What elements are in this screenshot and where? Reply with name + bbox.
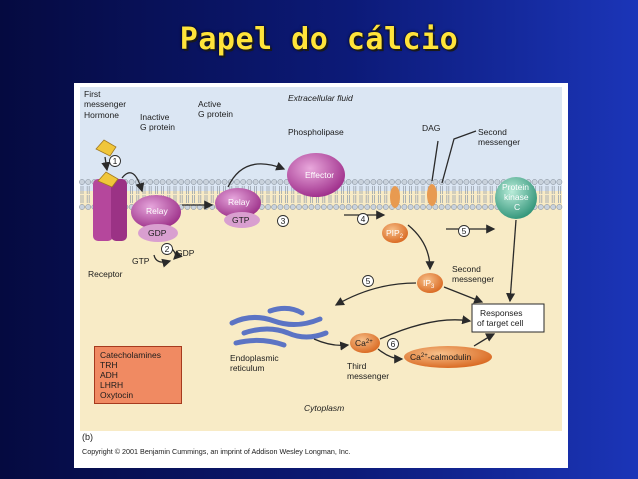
label-er-1: Endoplasmic <box>230 353 279 363</box>
hormone-item: Catecholamines <box>100 350 161 360</box>
label-gtp-in: GTP <box>132 256 150 266</box>
label-ca: Ca2+ <box>355 338 373 348</box>
step-5-kinase: 5 <box>462 226 467 236</box>
endoplasmic-reticulum-shape <box>229 305 329 348</box>
label-dag: DAG <box>422 123 440 133</box>
hormone-item: LHRH <box>100 380 124 390</box>
active-g-protein <box>215 188 261 218</box>
inactive-g-protein <box>131 195 181 229</box>
step-circles <box>109 155 470 350</box>
arrow-ip3-er <box>334 282 417 306</box>
label-responses-2: of target cell <box>477 318 523 328</box>
receptor-protein <box>93 179 127 241</box>
label-hormone: Hormone <box>84 110 119 120</box>
dag-molecule <box>427 184 437 206</box>
step-4: 4 <box>361 214 366 224</box>
arrow-ca-calmodulin <box>377 348 404 364</box>
step-2: 2 <box>165 244 170 254</box>
arrow-ca-responses <box>379 315 472 340</box>
arrow-hormone-binding <box>101 156 111 172</box>
label-active-g-2: G protein <box>198 109 233 119</box>
slide-title: Papel do cálcio <box>179 22 459 57</box>
label-relay-inactive: Relay <box>146 206 168 216</box>
label-effector: Effector <box>305 170 334 180</box>
calcium-ion <box>350 333 380 353</box>
label-er-2: reticulum <box>230 363 264 373</box>
arrow-pip2-ip3 <box>407 224 435 271</box>
arrow-er-ca <box>313 338 350 351</box>
arrow-kinase-responses <box>506 219 517 303</box>
figure-letter: (b) <box>82 432 93 442</box>
label-first-messenger-1: First <box>84 89 101 99</box>
label-kinase-1: Protein <box>502 182 529 192</box>
label-receptor: Receptor <box>88 269 123 279</box>
copyright-notice: Copyright © 2001 Benjamin Cummings, an i… <box>82 447 351 456</box>
hormone-molecule <box>95 139 117 157</box>
label-inactive-g-1: Inactive <box>140 112 170 122</box>
hormone-item: Oxytocin <box>100 390 134 400</box>
label-second-messenger-top-1: Second <box>478 127 507 137</box>
effector-phospholipase <box>287 153 345 197</box>
label-ip3: IP3 <box>423 278 435 290</box>
arrow-gdp-gtp <box>153 254 172 268</box>
hormone-bound <box>97 171 119 188</box>
responses-box <box>471 303 545 333</box>
step-5-ip3: 5 <box>366 276 371 286</box>
step-1: 1 <box>113 156 118 166</box>
label-active-g-1: Active <box>198 99 221 109</box>
pip2-molecule <box>390 186 400 208</box>
pathway-diagram: 1 2 3 4 5 5 6 First messenger Hormone In… <box>79 87 563 431</box>
label-second-messenger-ip3-2: messenger <box>452 274 494 284</box>
label-cytoplasm: Cytoplasm <box>304 403 344 413</box>
label-gtp-bound: GTP <box>232 215 250 225</box>
step-6: 6 <box>391 339 396 349</box>
kinase-pointer <box>441 130 477 184</box>
label-phospholipase: Phospholipase <box>288 127 344 137</box>
protein-kinase-c <box>495 177 537 219</box>
label-relay-active: Relay <box>228 197 250 207</box>
arrow-ip3-responses <box>443 286 484 304</box>
label-ca-calmodulin: Ca2+-calmodulin <box>410 352 471 362</box>
hormone-item: TRH <box>100 360 118 370</box>
label-inactive-g-2: G protein <box>140 122 175 132</box>
label-second-messenger-top-2: messenger <box>478 137 520 147</box>
label-third-messenger-2: messenger <box>347 371 389 381</box>
label-kinase-3: C <box>514 202 520 212</box>
ca-calmodulin <box>404 346 492 368</box>
arrow-g-effector <box>227 161 286 188</box>
label-pip2: PIP2 <box>386 228 404 240</box>
step-3: 3 <box>281 216 286 226</box>
label-second-messenger-ip3-1: Second <box>452 264 481 274</box>
label-gdp-bound: GDP <box>148 228 167 238</box>
label-third-messenger-1: Third <box>347 361 367 371</box>
hormone-item: ADH <box>100 370 118 380</box>
label-kinase-2: kinase <box>504 192 529 202</box>
label-gdp-out: GDP <box>176 248 195 258</box>
dag-pointer <box>431 140 439 182</box>
label-first-messenger-2: messenger <box>84 99 126 109</box>
hormone-list-box: Catecholamines TRH ADH LHRH Oxytocin <box>94 346 182 404</box>
signal-pathway-figure: 1 2 3 4 5 5 6 First messenger Hormone In… <box>74 83 568 468</box>
label-responses-1: Responses <box>480 308 523 318</box>
arrow-calmodulin-responses <box>473 333 496 347</box>
ip3-molecule <box>417 273 443 293</box>
arrow-receptor-gprotein <box>121 172 145 193</box>
label-extracellular-fluid: Extracellular fluid <box>288 93 353 103</box>
